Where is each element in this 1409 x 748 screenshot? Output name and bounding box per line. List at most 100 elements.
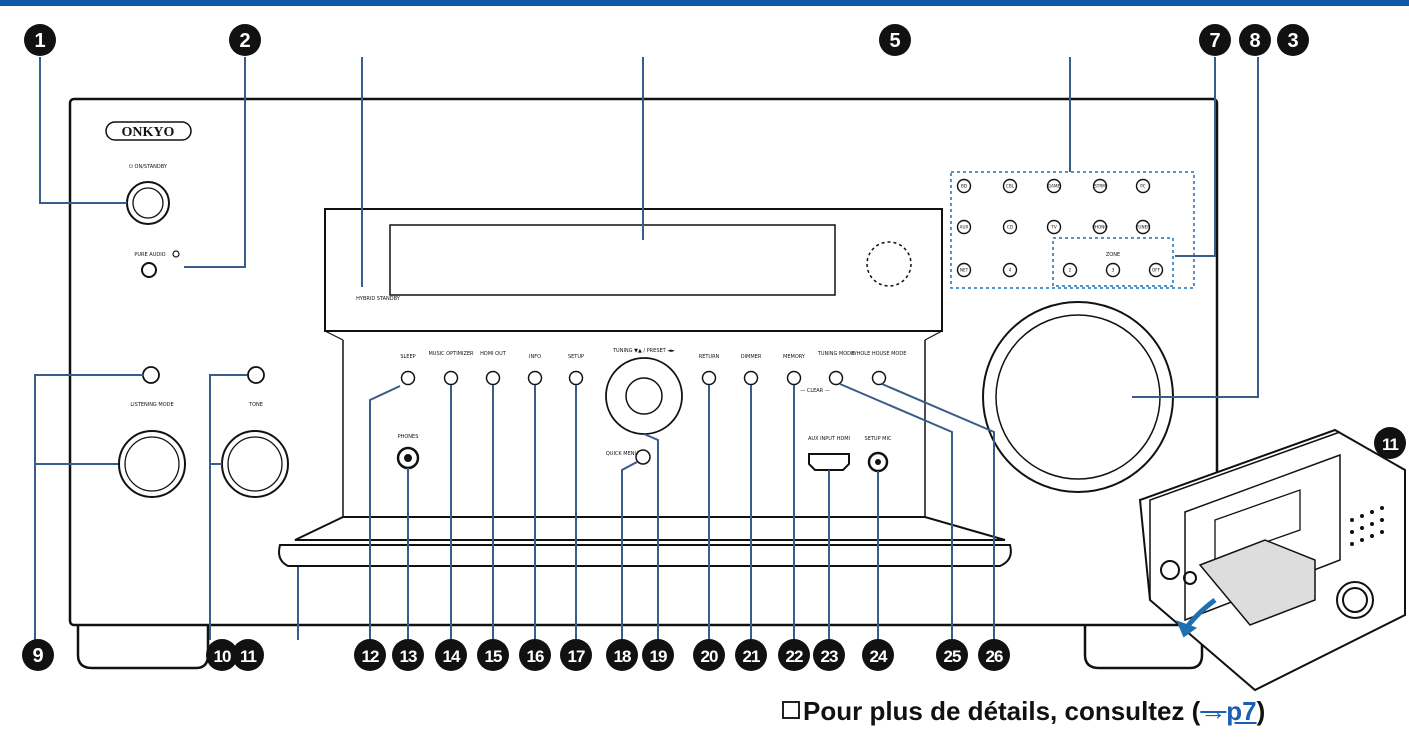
svg-text:20: 20 [701,647,718,666]
svg-text:1: 1 [34,30,45,52]
input-selector-group [950,171,1195,289]
label-tone: TONE [248,402,263,408]
svg-text:11: 11 [1382,435,1399,454]
input-button-tuner[interactable] [1135,219,1151,235]
input-button-label: TV [1050,225,1057,230]
svg-text:10: 10 [214,647,231,666]
zone-button-off[interactable] [1148,262,1164,278]
input-button-label: STRM [1094,184,1106,189]
callout-5: 5 [879,24,911,56]
zone-group [1052,237,1174,287]
input-button-cbl[interactable] [1002,178,1018,194]
svg-text:23: 23 [821,647,838,666]
label-quick-menu: QUICK MENU [606,451,639,457]
label-info: INFO [529,354,541,360]
label-dimmer: DIMMER [741,354,762,360]
zone-button-2[interactable] [1062,262,1078,278]
callout-18: 18 [606,639,638,671]
callout-26: 26 [978,639,1010,671]
onkyo-logo: ONKYO [105,121,192,141]
callout-15: 15 [477,639,509,671]
svg-text:17: 17 [568,647,585,666]
label-zone: ZONE [1106,252,1120,258]
callout-22: 22 [778,639,810,671]
svg-text:26: 26 [986,647,1003,666]
callout-1: 1 [24,24,56,56]
svg-text:8: 8 [1249,30,1260,52]
callout-10: 10 [206,639,238,671]
brand-text: ONKYO [122,125,175,140]
top-accent-bar [0,0,1409,6]
input-button-label: NET [960,268,969,273]
svg-text:2: 2 [239,30,250,52]
label-memory: MEMORY [783,354,806,360]
input-button-cd[interactable] [1002,219,1018,235]
footer-reference: Pour plus de détails, consultez (→p7) [782,696,1265,727]
svg-text:18: 18 [614,647,631,666]
svg-text:24: 24 [870,647,888,666]
callout-19: 19 [642,639,674,671]
callout-17: 17 [560,639,592,671]
checkbox-icon [782,701,800,719]
arrow-icon: → [1200,696,1227,726]
svg-text:3: 3 [1287,30,1298,52]
label-tuning-preset: TUNING ▼▲ / PRESET ◄► [612,348,675,354]
svg-text:7: 7 [1209,30,1220,52]
label-sleep: SLEEP [400,354,415,360]
label-whole-house-mode: WHOLE HOUSE MODE [852,351,907,357]
callout-23: 23 [813,639,845,671]
svg-text:5: 5 [889,30,900,52]
label-tuning-mode: TUNING MODE [817,351,854,357]
svg-text:14: 14 [443,647,461,666]
input-button-net[interactable] [956,262,972,278]
label-return: RETURN [699,354,720,360]
callout-2: 2 [229,24,261,56]
input-button-bd[interactable] [956,178,972,194]
footer-text: Pour plus de détails, consultez ( [803,696,1201,726]
callout-16: 16 [519,639,551,671]
callout-14: 14 [435,639,467,671]
input-button-label: BD [961,184,967,189]
input-button-label: CBL [1006,184,1015,189]
label-aux-input-hdmi: AUX INPUT HDMI [808,436,850,442]
svg-text:15: 15 [485,647,502,666]
zone-button-label: 2 [1069,268,1072,273]
input-button-strm[interactable] [1092,178,1108,194]
callout-20: 20 [693,639,725,671]
label-pure-audio: PURE AUDIO [134,252,165,258]
input-button-label: PC [1140,184,1146,189]
callout-11: 11 [232,639,264,671]
label-on-standby: ⏻ ON/STANDBY [129,164,168,170]
input-button-label: GAME [1048,184,1061,189]
callout-9: 9 [22,639,54,671]
zone-button-3[interactable] [1105,262,1121,278]
callout-12: 12 [354,639,386,671]
svg-text:22: 22 [786,647,803,666]
input-button-game[interactable] [1046,178,1062,194]
svg-text:9: 9 [32,645,43,667]
input-button-4[interactable] [1002,262,1018,278]
input-button-label: CD [1007,225,1013,230]
input-button-pc[interactable] [1135,178,1151,194]
label-clear: — CLEAR — [800,388,830,394]
label-setup: SETUP [568,354,584,360]
input-button-phono[interactable] [1092,219,1108,235]
svg-text:19: 19 [650,647,667,666]
label-listening-mode: LISTENING MODE [130,402,173,408]
callout-11: 11 [1374,427,1406,459]
svg-text:16: 16 [527,647,544,666]
svg-text:25: 25 [944,647,961,666]
callout-13: 13 [392,639,424,671]
input-button-tv[interactable] [1046,219,1062,235]
input-button-label: TUNER [1135,225,1150,230]
callout-25: 25 [936,639,968,671]
callout-7: 7 [1199,24,1231,56]
page-link[interactable]: p7 [1226,696,1257,726]
footer-close: ) [1256,696,1266,726]
label-hybrid-standby: HYBRID STANDBY [356,296,401,302]
svg-text:12: 12 [362,647,379,666]
input-button-aux[interactable] [956,219,972,235]
